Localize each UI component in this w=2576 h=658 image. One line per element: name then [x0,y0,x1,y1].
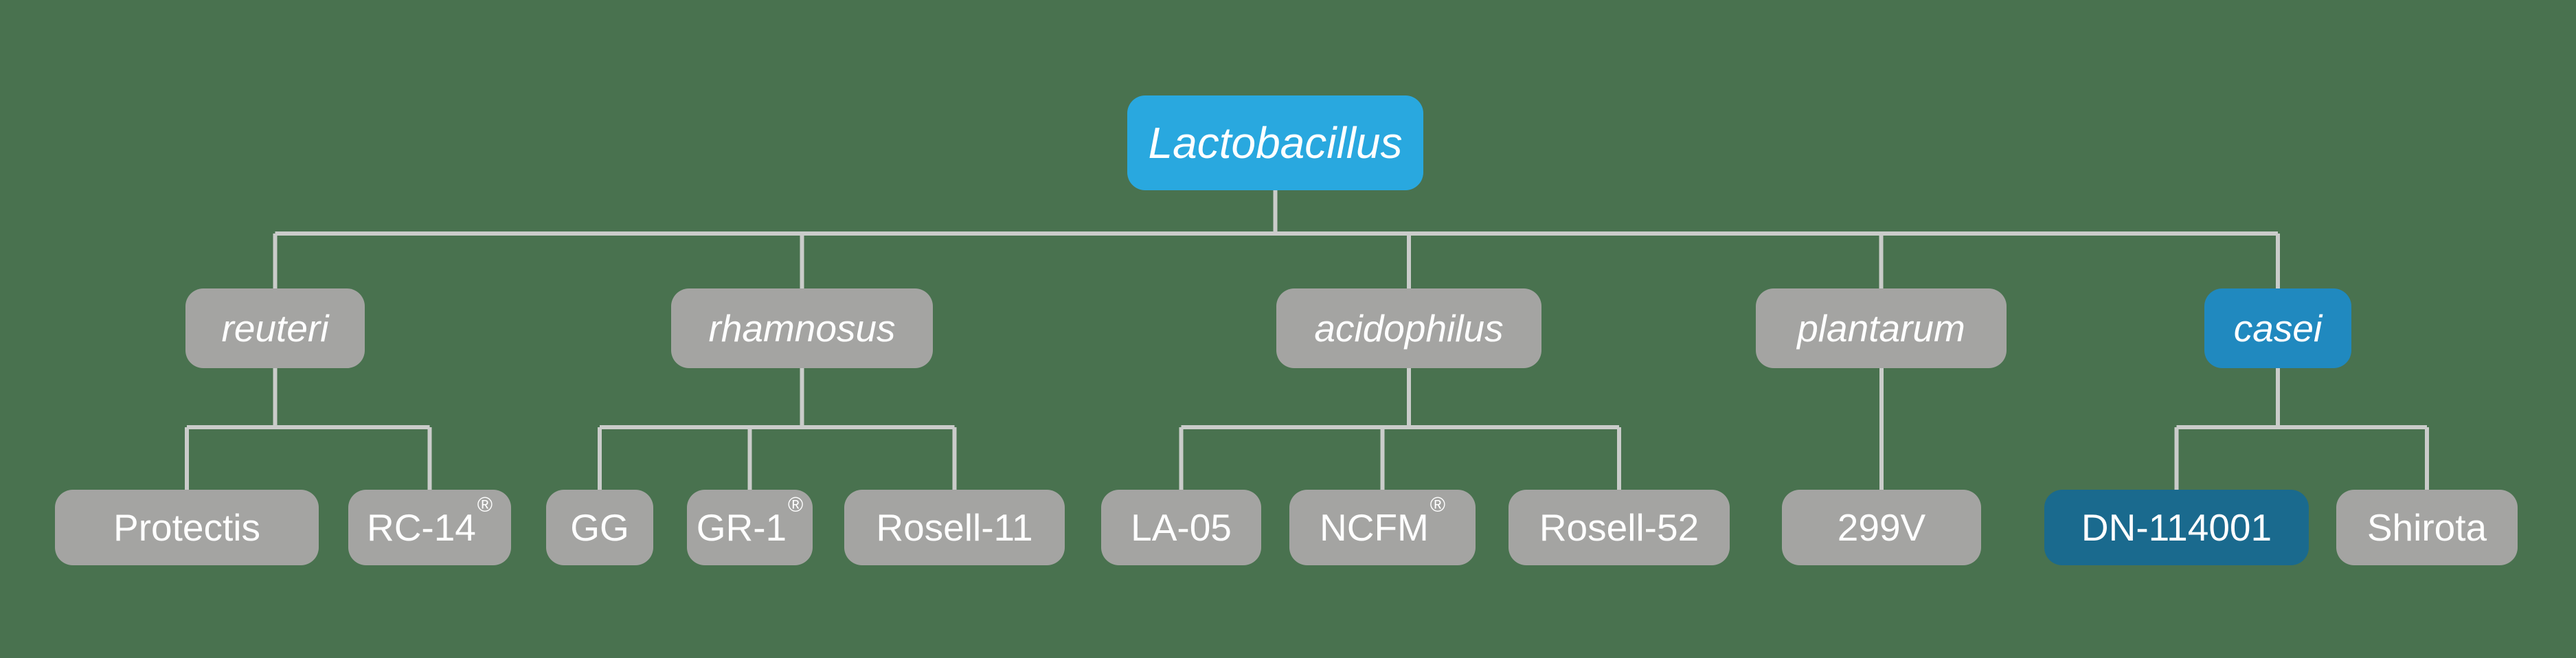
node-label: rhamnosus [708,306,896,350]
node-label: plantarum [1797,306,1965,350]
node-plantarum: plantarum [1756,288,2007,368]
node-ncfm: NCFM® [1289,490,1476,565]
node-label: casei [2233,306,2323,350]
node-lactobacillus: Lactobacillus [1127,95,1423,190]
node-reuteri: reuteri [185,288,365,368]
node-casei: casei [2204,288,2351,368]
node-label: acidophilus [1314,306,1504,350]
node-gr-1: GR-1® [687,490,813,565]
node-label: Rosell-52 [1539,506,1699,549]
node-rc-14: RC-14® [348,490,511,565]
node-label: 299V [1837,506,1926,549]
node-la-05: LA-05 [1101,490,1261,565]
node-label: Protectis [113,506,260,549]
node-gg: GG [546,490,653,565]
node-label: GG [570,506,629,549]
registered-trademark-mark: ® [787,494,804,517]
node-label: DN-114001 [2081,506,2272,549]
node-rosell-52: Rosell-52 [1509,490,1730,565]
node-acidophilus: acidophilus [1276,288,1541,368]
node-label: GR-1 [696,506,787,549]
node-rosell-11: Rosell-11 [844,490,1065,565]
node-label: NCFM [1320,506,1429,549]
node-label: Rosell-11 [876,506,1033,549]
node-label: RC-14 [366,506,476,549]
registered-trademark-mark: ® [1430,494,1445,517]
node-rhamnosus: rhamnosus [671,288,933,368]
node-label: Shirota [2366,506,2487,549]
node-label: reuteri [221,306,329,350]
registered-trademark-mark: ® [477,494,493,517]
node-protectis: Protectis [55,490,319,565]
node-299v: 299V [1782,490,1981,565]
node-label: LA-05 [1131,506,1232,549]
node-label: Lactobacillus [1148,118,1403,168]
node-shirota: Shirota [2336,490,2518,565]
node-dn-114001: DN-114001 [2044,490,2309,565]
